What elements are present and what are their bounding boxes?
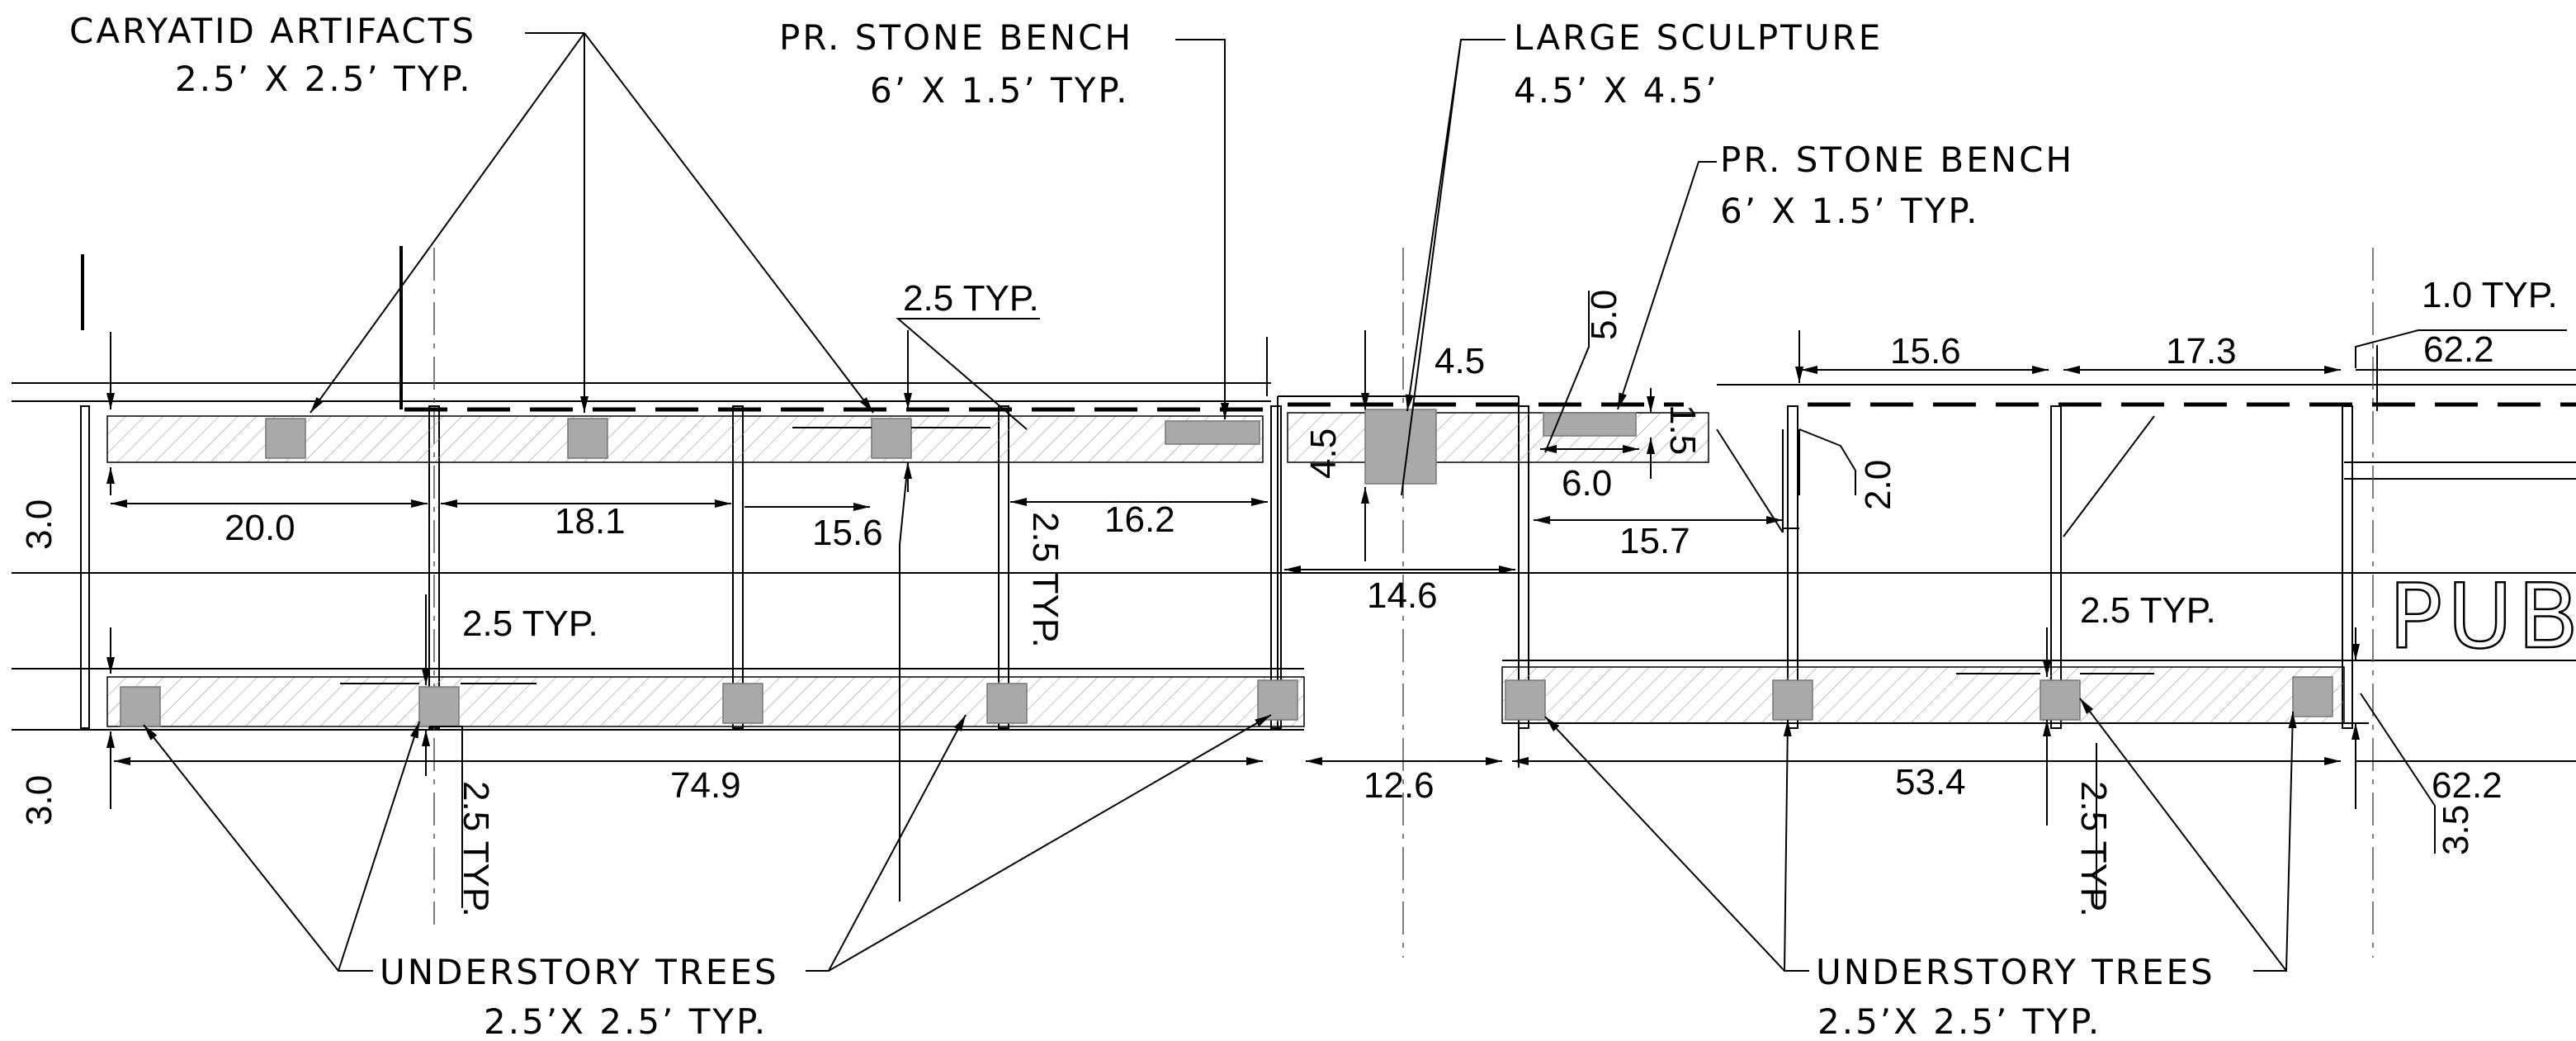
planting-bands: [106, 412, 2345, 727]
dim-2-5-typ-top: 2.5 TYP.: [903, 278, 1039, 319]
dim-5-0: 5.0: [1584, 290, 1624, 340]
dim-12-6: 12.6: [1364, 765, 1435, 806]
caryatid-label: CARYATID ARTIFACTS: [69, 11, 476, 51]
dim-62-2-top: 62.2: [2423, 329, 2494, 370]
dim-2-5-typ-right: 2.5 TYP.: [2080, 590, 2216, 631]
dim-17-3: 17.3: [2166, 331, 2237, 371]
dim-2-0: 2.0: [1858, 460, 1898, 510]
dim-2-5-typ-vert: 2.5 TYP.: [1025, 512, 1066, 648]
column-posts: [80, 405, 2353, 729]
trees2-size: 2.5’X 2.5’ TYP.: [1817, 1001, 2101, 1041]
dim-3-0-left: 3.0: [19, 499, 59, 550]
pub-label: PUB: [2389, 565, 2576, 669]
dim-2-5-typ-left: 2.5 TYP.: [462, 603, 598, 644]
caryatid-artifacts: [265, 418, 912, 459]
dim-16-2: 16.2: [1104, 499, 1175, 540]
dim-20-0: 20.0: [225, 508, 295, 548]
large-sculpture: [1364, 409, 1437, 485]
bench1-label: PR. STONE BENCH: [779, 17, 1133, 58]
stone-bench-1: [1165, 420, 1260, 445]
dim-3-0-lower: 3.0: [19, 775, 59, 826]
center-lines: [433, 248, 2374, 958]
trees2-label: UNDERSTORY TREES: [1816, 952, 2215, 992]
dim-4-5-side: 4.5: [1303, 428, 1344, 479]
dim-6-0: 6.0: [1562, 463, 1612, 504]
dim-15-7: 15.7: [1619, 521, 1690, 561]
bench2-size: 6’ X 1.5’ TYP.: [1720, 191, 1980, 231]
dim-2-5-typ-lowvert2: 2.5 TYP.: [2073, 781, 2114, 917]
dim-4-5-top: 4.5: [1435, 341, 1485, 381]
dim-62-2-bot: 62.2: [2432, 765, 2503, 806]
trees1-label: UNDERSTORY TREES: [380, 952, 779, 992]
dim-1-0-typ: 1.0 TYP.: [2422, 275, 2558, 315]
sculpture-label: LARGE SCULPTURE: [1514, 17, 1883, 58]
dim-74-9: 74.9: [670, 765, 741, 806]
bench1-size: 6’ X 1.5’ TYP.: [870, 70, 1130, 111]
dim-2-5-typ-lowvert1: 2.5 TYP.: [456, 781, 496, 917]
dim-14-6: 14.6: [1367, 575, 1438, 616]
dim-1-5: 1.5: [1662, 405, 1703, 455]
trees1-size: 2.5’X 2.5’ TYP.: [484, 1001, 768, 1041]
dim-18-1: 18.1: [555, 501, 626, 542]
stone-bench-2: [1543, 412, 1637, 437]
dimension-lines: [106, 291, 2576, 908]
caryatid-size: 2.5’ X 2.5’ TYP.: [175, 59, 473, 99]
dim-3-5: 3.5: [2436, 805, 2476, 855]
dim-53-4: 53.4: [1895, 762, 1966, 802]
bench2-label: PR. STONE BENCH: [1720, 140, 2074, 180]
dim-15-6-mid: 15.6: [812, 513, 883, 553]
dim-15-6-top: 15.6: [1890, 331, 1961, 371]
sculpture-size: 4.5’ X 4.5’: [1514, 70, 1719, 111]
understory-trees: [120, 676, 2333, 727]
